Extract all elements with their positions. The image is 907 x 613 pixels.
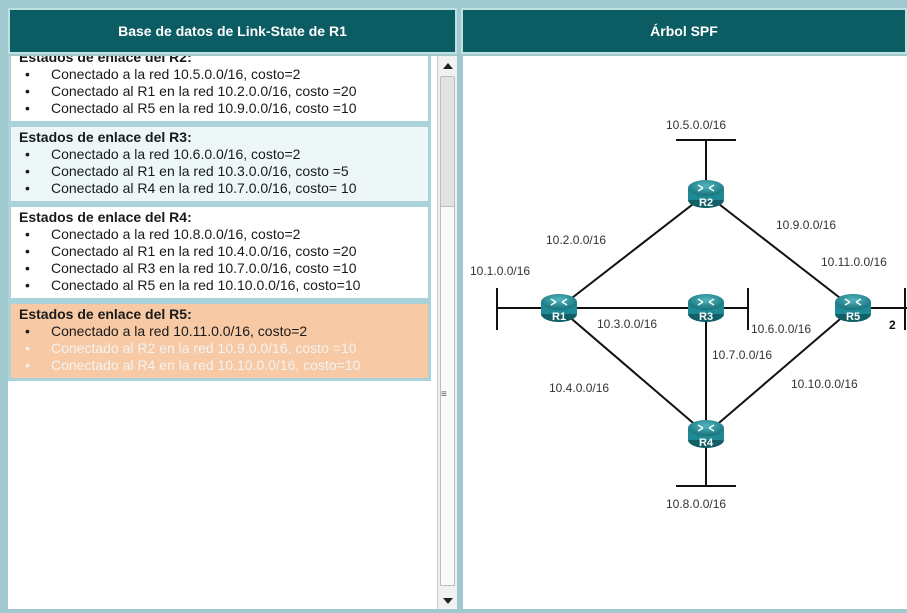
link-r1-r4 (558, 307, 707, 435)
link-r2-r5 (705, 193, 854, 309)
scroll-down-arrow-icon[interactable] (438, 593, 457, 609)
list-item: Conectado al R2 en la red 10.9.0.0/16, c… (25, 340, 420, 357)
router-label: R3 (699, 311, 713, 323)
label-10-7: 10.7.0.0/16 (712, 348, 772, 362)
link-r4-r5 (705, 307, 854, 435)
router-label: R2 (699, 197, 713, 209)
section-title: Estados de enlace del R3: (19, 129, 192, 145)
scroll-up-arrow-icon[interactable] (438, 58, 457, 74)
list-item: Conectado al R3 en la red 10.7.0.0/16, c… (25, 260, 420, 277)
list-item: Conectado al R5 en la red 10.10.0.0/16, … (25, 277, 420, 294)
router-r5-icon: R5 (835, 294, 871, 323)
label-10-4: 10.4.0.0/16 (549, 381, 609, 395)
list-item: Conectado al R5 en la red 10.9.0.0/16, c… (25, 100, 420, 117)
router-r4-icon: R4 (688, 420, 724, 449)
scrollbar-thumb[interactable] (440, 206, 455, 586)
label-10-3: 10.3.0.0/16 (597, 317, 657, 331)
section-r2: Estados de enlace del R2: Conectado a la… (8, 56, 431, 124)
list-item: Conectado a la red 10.8.0.0/16, costo=2 (25, 226, 420, 243)
list-item: Conectado al R1 en la red 10.2.0.0/16, c… (25, 83, 420, 100)
section-r5: Estados de enlace del R5: Conectado a la… (8, 301, 431, 381)
list-item: Conectado al R4 en la red 10.10.0.0/16, … (25, 357, 420, 374)
spf-tree-diagram: 10.5.0.0/16 10.2.0.0/16 10.9.0.0/16 10.1… (470, 118, 907, 511)
link-state-database-header: Base de datos de Link-State de R1 (8, 8, 457, 54)
label-10-11: 10.11.0.0/16 (821, 255, 887, 269)
list-item: Conectado al R1 en la red 10.3.0.0/16, c… (25, 163, 420, 180)
label-10-9: 10.9.0.0/16 (776, 218, 836, 232)
label-10-1: 10.1.0.0/16 (470, 264, 530, 278)
list-item: Conectado a la red 10.5.0.0/16, costo=2 (25, 66, 420, 83)
router-r2-icon: R2 (688, 180, 724, 209)
router-r1-icon: R1 (541, 294, 577, 323)
router-label: R1 (552, 311, 566, 323)
label-10-6: 10.6.0.0/16 (751, 322, 811, 336)
label-10-8: 10.8.0.0/16 (666, 497, 726, 511)
scrollbar-grip-icon: ≡ (441, 389, 447, 400)
section-r3: Estados de enlace del R3: Conectado a la… (8, 124, 431, 204)
list-item: Conectado a la red 10.6.0.0/16, costo=2 (25, 146, 420, 163)
section-title: Estados de enlace del R4: (19, 209, 192, 225)
label-10-2: 10.2.0.0/16 (546, 233, 606, 247)
vertical-scrollbar[interactable]: ≡ (437, 56, 457, 609)
router-r3-icon: R3 (688, 294, 724, 323)
list-item: Conectado al R4 en la red 10.7.0.0/16, c… (25, 180, 420, 197)
spf-tree-header: Árbol SPF (461, 8, 907, 54)
cost-label: 2 (889, 318, 896, 332)
list-item: Conectado al R1 en la red 10.4.0.0/16, c… (25, 243, 420, 260)
section-r4: Estados de enlace del R4: Conectado a la… (8, 204, 431, 301)
list-item: Conectado a la red 10.11.0.0/16, costo=2 (25, 323, 420, 340)
spf-tree-panel: 10.5.0.0/16 10.2.0.0/16 10.9.0.0/16 10.1… (463, 56, 907, 609)
router-label: R4 (699, 437, 714, 449)
label-10-5: 10.5.0.0/16 (666, 118, 726, 132)
label-10-10: 10.10.0.0/16 (791, 377, 858, 391)
link-state-list: Estados de enlace del R2: Conectado a la… (8, 56, 431, 609)
link-r1-r2 (558, 193, 707, 309)
router-label: R5 (846, 311, 860, 323)
link-state-database-panel: Estados de enlace del R2: Conectado a la… (8, 56, 457, 609)
section-title: Estados de enlace del R2: (19, 56, 192, 65)
section-title: Estados de enlace del R5: (19, 306, 192, 322)
